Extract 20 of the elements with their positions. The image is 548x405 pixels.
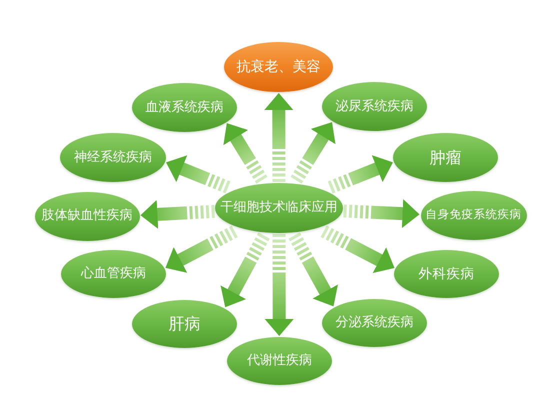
ellipse-node: 肢体缺血性疾病 [34,192,140,240]
block-arrow [140,200,215,229]
block-arrow [264,234,294,336]
block-arrow [164,155,230,194]
ellipse-node: 泌尿系统疾病 [322,82,427,131]
ellipse-node: 神经系统疾病 [60,133,166,182]
ellipse-node: 肿瘤 [393,133,498,182]
block-arrow [328,155,396,194]
ellipse-node: 分泌系统疾病 [322,298,427,346]
ellipse-node: 肝病 [132,300,237,348]
ellipse-node: 心血管疾病 [61,250,166,298]
ellipse-node: 代谢性疾病 [227,337,332,385]
ellipse-node: 抗衰老、美容 [224,42,333,92]
block-arrow [320,225,398,274]
ellipse-node: 血液系统疾病 [132,83,237,132]
ellipse-node: 自身免疫系统疾病 [420,190,526,240]
block-arrow [264,92,294,182]
ellipse-node: 外科疾病 [394,250,499,298]
central-ellipse: 干细胞技术临床应用 [215,183,343,233]
block-arrow [343,199,420,228]
